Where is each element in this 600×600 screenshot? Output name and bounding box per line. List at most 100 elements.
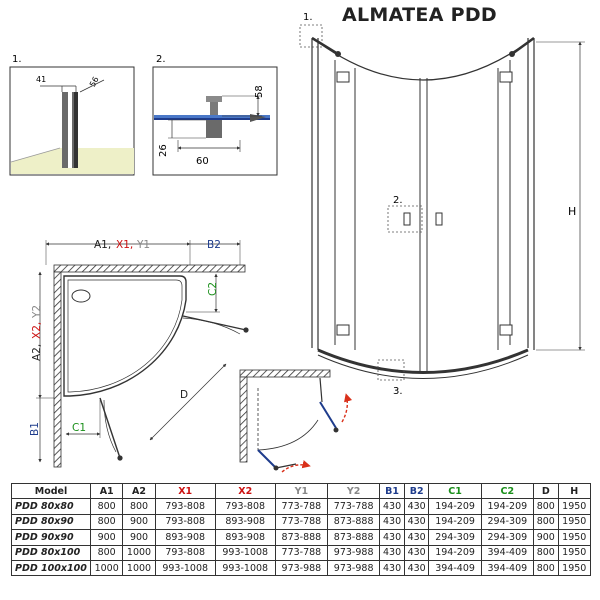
table-cell: 973-988 [274, 559, 329, 577]
table-cell: 1950 [557, 529, 592, 546]
table-cell: 793-808 [214, 498, 276, 515]
door-opening-detail [239, 369, 353, 473]
column-header: D [532, 482, 559, 500]
label-b1: B1 [29, 422, 41, 436]
column-header: X2 [214, 482, 276, 500]
table-cell: 793-808 [154, 498, 216, 515]
table-cell: 430 [379, 498, 405, 515]
table-cell: 900 [122, 529, 156, 546]
column-header: C1 [428, 482, 482, 500]
table-cell: 394-409 [480, 559, 534, 577]
column-header: X1 [154, 482, 216, 500]
column-header: Model [11, 482, 91, 500]
column-header: B2 [403, 482, 430, 500]
table-cell: 800 [532, 559, 559, 577]
detail-2-number: 2. [156, 54, 166, 65]
label-y2: Y2 [31, 305, 43, 319]
table-cell: 893-908 [154, 529, 216, 546]
label-x1: X1, [116, 239, 133, 251]
detail-1-dim-b: 56 [88, 75, 101, 88]
table-cell: 194-209 [428, 544, 482, 561]
table-cell: 1000 [89, 559, 124, 577]
table-cell: 973-988 [327, 559, 381, 577]
table-cell: 430 [379, 559, 405, 577]
column-header: Y2 [327, 482, 381, 500]
table-cell: 800 [122, 498, 156, 515]
table-cell: 900 [122, 513, 156, 531]
column-header: A1 [89, 482, 124, 500]
table-cell: 430 [403, 529, 430, 546]
table-cell: 1000 [122, 559, 156, 577]
model-cell: PDD 80x100 [11, 544, 91, 561]
table-cell: 1950 [557, 559, 592, 577]
column-header: A2 [122, 482, 156, 500]
table-cell: 900 [532, 529, 559, 546]
model-cell: PDD 100x100 [11, 559, 91, 577]
table-cell: 194-209 [480, 498, 534, 515]
table-cell: 773-788 [274, 544, 329, 561]
column-header: B1 [379, 482, 405, 500]
height-label: H [568, 205, 576, 218]
detail-2-dim-h-bottom: 26 [158, 144, 169, 157]
table-cell: 430 [403, 498, 430, 515]
table-cell: 873-888 [327, 513, 381, 531]
label-a2: A2, [31, 344, 43, 361]
table-cell: 800 [532, 498, 559, 515]
table-cell: 893-908 [214, 513, 276, 531]
plan-view: A1, X1, Y1 B2 A2, X2, Y2 B1 C1 C2 D [29, 239, 249, 468]
table-cell: 873-888 [274, 529, 329, 546]
table-cell: 430 [379, 544, 405, 561]
table-cell: 1950 [557, 513, 592, 531]
table-cell: 873-888 [327, 529, 381, 546]
detail-1: 1. 41 56 [9, 54, 135, 176]
table-cell: 800 [89, 544, 124, 561]
table-cell: 1950 [557, 498, 592, 515]
table-cell: 294-309 [480, 513, 534, 531]
table-cell: 993-1008 [214, 559, 276, 577]
table-cell: 1000 [122, 544, 156, 561]
detail-2: 2. 58 26 60 [152, 54, 278, 176]
callout-2-number: 2. [393, 195, 403, 206]
table-cell: 793-808 [154, 544, 216, 561]
label-c1: C1 [72, 422, 86, 434]
table-cell: 773-788 [327, 498, 381, 515]
table-cell: 294-309 [480, 529, 534, 546]
table-cell: 1950 [557, 544, 592, 561]
table-cell: 993-1008 [154, 559, 216, 577]
table-cell: 800 [532, 544, 559, 561]
label-y1: Y1 [136, 239, 150, 251]
table-cell: 973-988 [327, 544, 381, 561]
label-x2: X2, [31, 322, 43, 339]
label-a1: A1, [94, 239, 111, 251]
table-cell: 430 [379, 529, 405, 546]
table-cell: 893-908 [214, 529, 276, 546]
table-cell: 430 [403, 513, 430, 531]
table-cell: 900 [89, 529, 124, 546]
column-header: H [557, 482, 592, 500]
table-cell: 793-808 [154, 513, 216, 531]
column-header: Y1 [274, 482, 329, 500]
technical-drawing: 1. 41 56 2. 58 26 60 1 [9, 12, 585, 473]
table-cell: 993-1008 [214, 544, 276, 561]
table-cell: 294-309 [428, 529, 482, 546]
table-cell: 800 [89, 498, 124, 515]
table-cell: 430 [403, 559, 430, 577]
column-header: C2 [480, 482, 534, 500]
callout-3-number: 3. [393, 386, 403, 397]
table-cell: 800 [89, 513, 124, 531]
label-c2: C2 [207, 282, 219, 296]
detail-1-dim-a: 41 [36, 75, 46, 84]
table-cell: 394-409 [428, 559, 482, 577]
elevation-view: 1. 2. 3. H [299, 12, 585, 397]
table-cell: 430 [403, 544, 430, 561]
detail-2-dim-w: 60 [196, 156, 209, 167]
callout-1-number: 1. [303, 12, 313, 23]
table-cell: 430 [379, 513, 405, 531]
table-cell: 773-788 [274, 513, 329, 531]
